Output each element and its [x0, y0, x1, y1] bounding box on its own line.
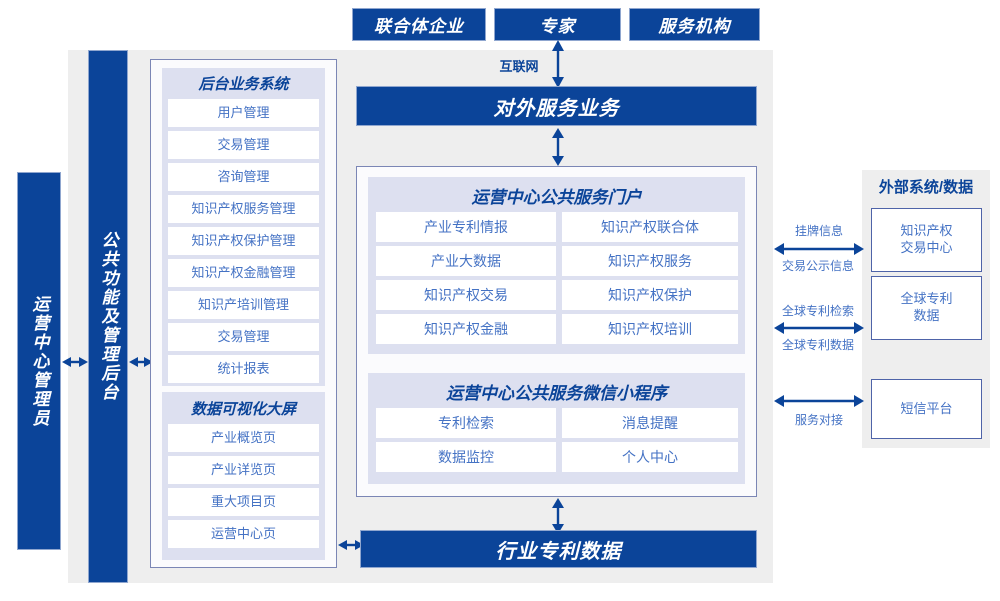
miniprogram-item-label: 专利检索	[438, 414, 494, 431]
top-actor-label: 服务机构	[658, 17, 731, 36]
miniprogram-item[interactable]: 个人中心	[562, 442, 738, 472]
miniprogram-item[interactable]: 消息提醒	[562, 408, 738, 438]
external-link-label-below-0: 交易公示信息	[781, 259, 854, 273]
external-link-arrow-1	[774, 322, 864, 334]
backend-item-label: 知识产培训管理	[197, 296, 289, 312]
top-actor-label: 专家	[539, 17, 576, 36]
admin-column[interactable]: 运营中心管理员	[17, 172, 61, 550]
dataviz-bottombar-arrow	[338, 540, 364, 550]
dataviz-title: 数据可视化大屏	[190, 400, 296, 418]
miniprogram-item[interactable]: 数据监控	[376, 442, 556, 472]
service-business-bar[interactable]: 对外服务业务	[356, 86, 757, 126]
external-item-line2: 交易中心	[900, 240, 953, 255]
external-link-label-above-1: 全球专利检索	[781, 304, 854, 318]
top-actor-box-2[interactable]: 服务机构	[629, 8, 760, 41]
portal-item[interactable]: 产业专利情报	[376, 212, 556, 242]
platform-column[interactable]: 公共功能及管理后台	[88, 50, 128, 583]
dataviz-item-label: 运营中心页	[210, 525, 276, 541]
backend-item[interactable]: 知识产权金融管理	[168, 259, 319, 287]
dataviz-item[interactable]: 产业详览页	[168, 456, 319, 484]
external-panel-title: 外部系统/数据	[878, 179, 974, 196]
backend-item[interactable]: 交易管理	[168, 131, 319, 159]
portal-item-label: 知识产权交易	[424, 286, 508, 303]
external-link-label-below-2: 服务对接	[794, 413, 843, 427]
portal-item-label: 知识产权培训	[608, 320, 692, 337]
backend-item[interactable]: 知识产权保护管理	[168, 227, 319, 255]
portal-item-label: 知识产权金融	[424, 320, 508, 337]
backend-title: 后台业务系统	[198, 76, 289, 93]
bottom-bar[interactable]: 行业专利数据	[360, 530, 757, 568]
external-item-1[interactable]: 全球专利 数据	[871, 276, 982, 340]
backend-item-label: 统计报表	[217, 360, 270, 376]
dataviz-item-label: 重大项目页	[210, 493, 276, 509]
portal-bottombar-arrow	[552, 498, 564, 534]
miniprogram-item-label: 个人中心	[622, 448, 678, 465]
external-item-line1: 短信平台	[900, 400, 953, 416]
miniprogram-item-label: 消息提醒	[622, 414, 678, 431]
backend-item[interactable]: 统计报表	[168, 355, 319, 383]
dataviz-item[interactable]: 运营中心页	[168, 520, 319, 548]
portal-item[interactable]: 知识产权联合体	[562, 212, 738, 242]
external-link-arrow-0	[774, 243, 864, 255]
portal-item[interactable]: 知识产权保护	[562, 280, 738, 310]
top-actor-box-0[interactable]: 联合体企业	[352, 8, 486, 41]
miniprogram-item[interactable]: 专利检索	[376, 408, 556, 438]
external-item-0[interactable]: 知识产权 交易中心	[871, 208, 982, 272]
backend-item-label: 咨询管理	[217, 168, 270, 184]
internet-label: 互联网	[499, 59, 539, 74]
platform-backend-arrow	[129, 357, 153, 367]
miniprogram-item-label: 数据监控	[438, 448, 494, 465]
miniprogram-title: 运营中心公共服务微信小程序	[446, 383, 667, 403]
backend-item-label: 用户管理	[217, 104, 270, 120]
external-link-label-above-0: 挂牌信息	[794, 224, 843, 238]
backend-item[interactable]: 知识产权服务管理	[168, 195, 319, 223]
external-item-line1: 知识产权	[900, 223, 953, 239]
portal-item[interactable]: 知识产权服务	[562, 246, 738, 276]
dataviz-item-label: 产业详览页	[210, 461, 276, 477]
portal-item-label: 知识产权联合体	[601, 218, 699, 235]
backend-item-label: 知识产权金融管理	[191, 264, 296, 280]
portal-item[interactable]: 知识产权培训	[562, 314, 738, 344]
backend-item[interactable]: 知识产培训管理	[168, 291, 319, 319]
service-portal-arrow	[552, 128, 564, 166]
backend-item-label: 交易管理	[217, 136, 270, 152]
backend-item-label: 知识产权服务管理	[191, 200, 296, 216]
dataviz-item[interactable]: 产业概览页	[168, 424, 319, 452]
backend-item[interactable]: 用户管理	[168, 99, 319, 127]
portal-item[interactable]: 知识产权交易	[376, 280, 556, 310]
dataviz-item-label: 产业概览页	[210, 429, 276, 445]
admin-column-label: 运营中心管理员	[29, 294, 49, 428]
external-item-2[interactable]: 短信平台	[871, 379, 982, 439]
portal-item-label: 产业大数据	[431, 252, 501, 269]
backend-item[interactable]: 交易管理	[168, 323, 319, 351]
portal-item-label: 知识产权服务	[608, 252, 692, 269]
portal-item-label: 产业专利情报	[424, 218, 508, 235]
portal-item[interactable]: 产业大数据	[376, 246, 556, 276]
backend-item-label: 知识产权保护管理	[191, 232, 296, 248]
external-item-line1: 全球专利	[900, 291, 953, 307]
portal-item-label: 知识产权保护	[608, 286, 692, 303]
portal-item[interactable]: 知识产权金融	[376, 314, 556, 344]
dataviz-item[interactable]: 重大项目页	[168, 488, 319, 516]
backend-item-label: 交易管理	[217, 328, 270, 344]
external-link-arrow-2	[774, 395, 864, 407]
platform-column-label: 公共功能及管理后台	[98, 231, 118, 402]
portal-title: 运营中心公共服务门户	[471, 187, 642, 207]
external-link-label-below-1: 全球专利数据	[781, 338, 854, 352]
bottom-bar-label: 行业专利数据	[495, 540, 622, 563]
top-actor-label: 联合体企业	[374, 17, 464, 36]
backend-item[interactable]: 咨询管理	[168, 163, 319, 191]
top-actor-box-1[interactable]: 专家	[494, 8, 621, 41]
admin-platform-arrow	[62, 357, 88, 367]
external-item-line2: 数据	[913, 308, 940, 323]
service-business-label: 对外服务业务	[493, 97, 620, 120]
internet-arrow	[552, 40, 564, 88]
